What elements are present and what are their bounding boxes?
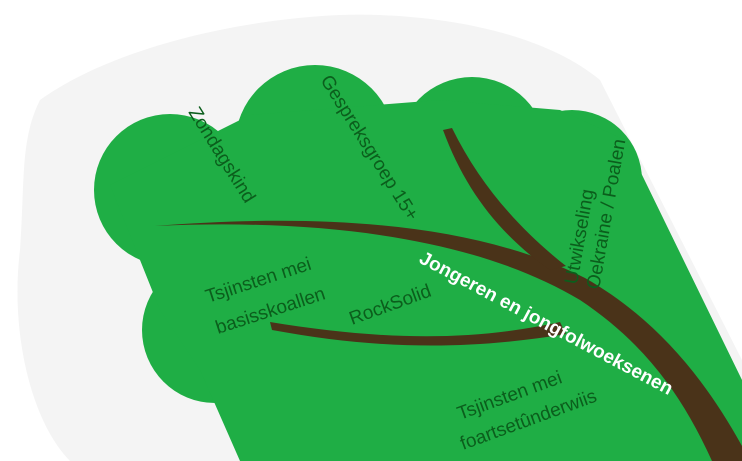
leaf-body [94,65,742,461]
upper-vein [443,128,566,270]
leaf-veins [155,128,742,461]
lower-vein [270,322,566,346]
